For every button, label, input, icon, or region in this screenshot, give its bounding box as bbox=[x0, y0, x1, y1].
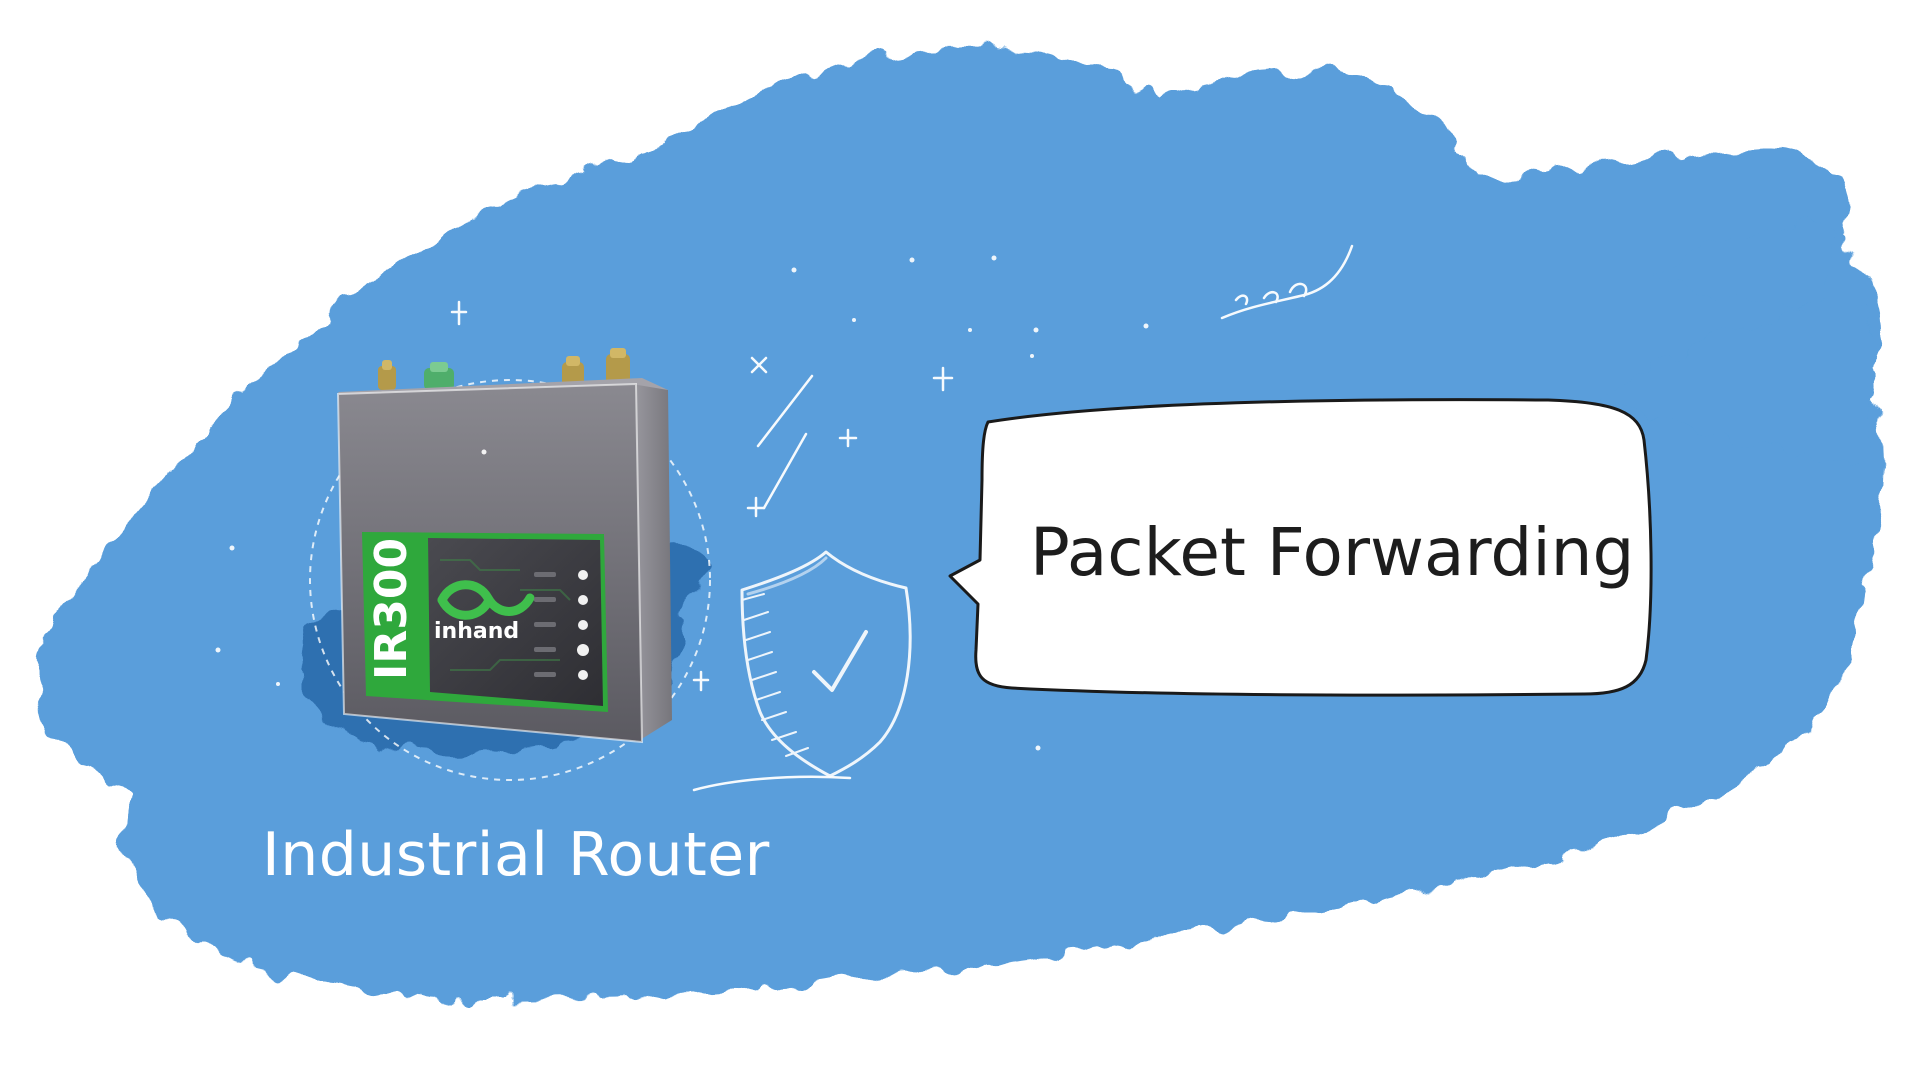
inhand-logo-icon bbox=[437, 580, 535, 620]
router-side-face bbox=[632, 384, 672, 740]
star-dots bbox=[215, 255, 1149, 751]
speech-bubble-text: Packet Forwarding bbox=[1030, 514, 1635, 591]
router-device: IR300 inhand bbox=[336, 348, 672, 744]
sparkle-icon bbox=[450, 244, 1354, 792]
router-brand-label: inhand bbox=[434, 619, 519, 644]
router-caption: Industrial Router bbox=[262, 820, 770, 890]
router-model-label: IR300 bbox=[366, 538, 417, 680]
shield-check-icon bbox=[740, 550, 912, 778]
speech-bubble bbox=[948, 398, 1653, 697]
router-dashed-ring bbox=[309, 379, 711, 781]
router-dark-panel bbox=[428, 538, 603, 706]
brush-stroke-background bbox=[35, 49, 1884, 1000]
panel-circuit-pattern bbox=[440, 559, 571, 671]
router-antennas bbox=[378, 348, 630, 390]
router-status-leds bbox=[534, 570, 589, 680]
